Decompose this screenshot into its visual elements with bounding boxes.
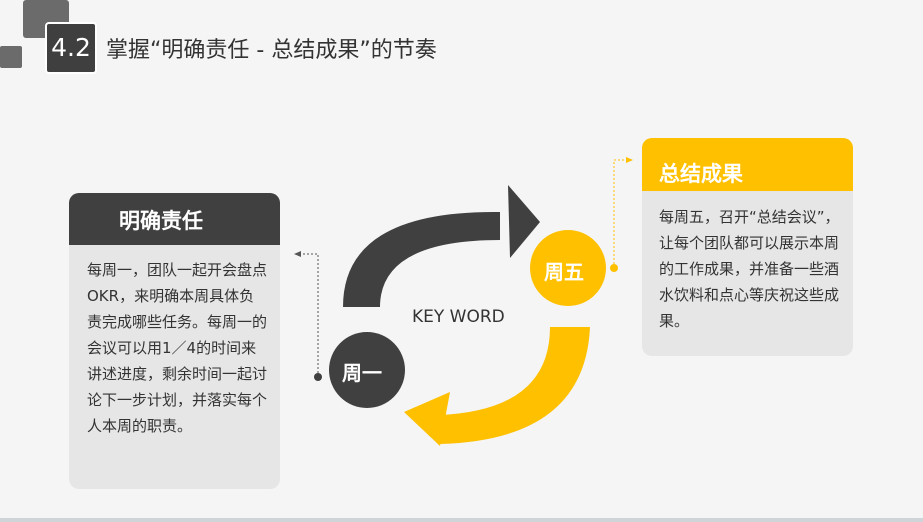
monday-label: 周一 — [342, 361, 382, 385]
dark-cycle-arrow — [343, 211, 500, 307]
responsibility-card-title: 明确责任 — [69, 193, 280, 245]
results-card-body: 每周五，召开“总结会议”，让每个团队都可以展示本周的工作成果，并准备一些酒水饮料… — [659, 208, 840, 330]
section-number-badge: 4.2 — [45, 22, 97, 74]
right-connector-dot — [610, 264, 618, 272]
left-connector-dot — [314, 373, 322, 381]
results-card: 总结成果 每周五，召开“总结会议”，让每个团队都可以展示本周的工作成果，并准备一… — [642, 138, 853, 356]
friday-label: 周五 — [544, 260, 584, 284]
monday-circle — [329, 332, 405, 408]
left-connector-line — [300, 253, 319, 373]
slide-title: 掌握“明确责任 - 总结成果”的节奏 — [106, 38, 437, 63]
responsibility-card: 明确责任 每周一，团队一起开会盘点OKR，来明确本周具体负责完成哪些任务。每周一… — [69, 193, 280, 489]
left-connector-arrow — [294, 251, 301, 257]
bottom-divider — [0, 518, 923, 522]
results-card-title: 总结成果 — [642, 138, 853, 191]
responsibility-card-body: 每周一，团队一起开会盘点OKR，来明确本周具体负责完成哪些任务。每周一的会议可以… — [87, 261, 268, 435]
right-connector-line — [613, 159, 628, 264]
friday-circle — [530, 230, 606, 306]
yellow-cycle-arrow — [440, 327, 590, 444]
right-connector-arrow — [626, 157, 633, 163]
decor-square-small — [0, 46, 22, 68]
yellow-arrowhead — [404, 392, 450, 446]
dark-arrowhead — [508, 185, 540, 258]
keyword-label: KEY WORD — [412, 307, 505, 327]
